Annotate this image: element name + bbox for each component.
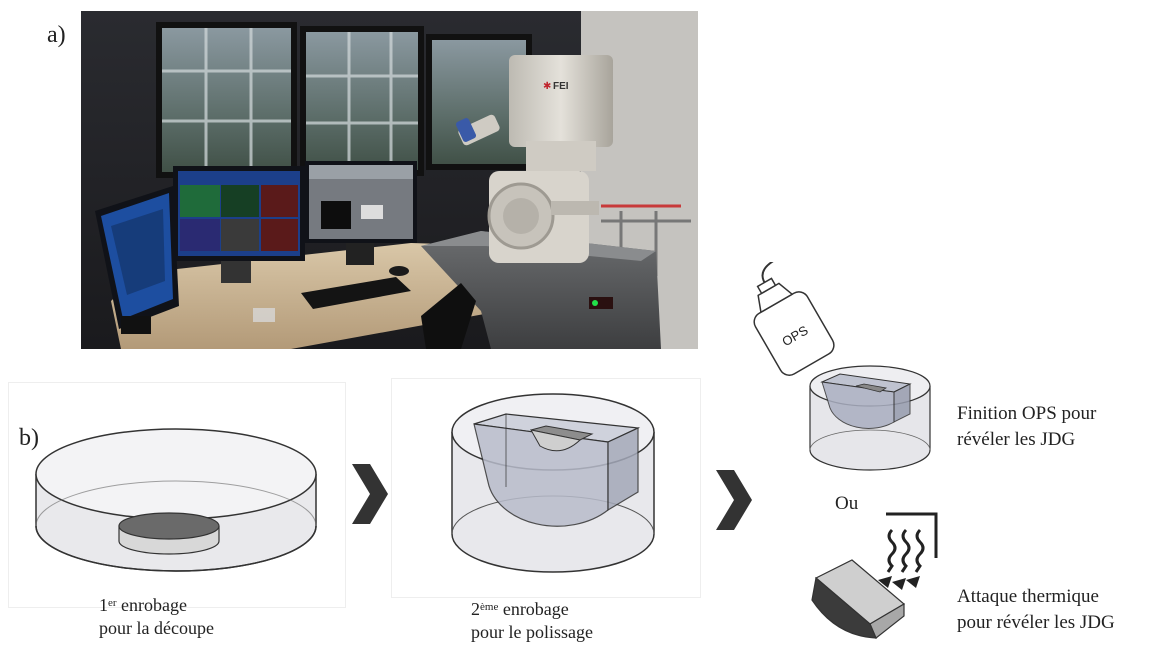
fei-brand-label: FEI [553,81,569,92]
step1-line1: enrobage [116,595,188,615]
option2-line1: Attaque thermique [957,586,1099,607]
chevron-right-icon [716,470,752,530]
first-mount-cylinder [35,428,317,572]
option1-line1: Finition OPS pour [957,403,1097,424]
chevron-right-icon [352,464,388,524]
ops-bottle-icon: OPS [753,262,835,376]
option2-caption: Attaque thermique pour révéler les JDG [957,584,1115,636]
step2-caption: 2ème enrobage pour le polissage [471,598,593,644]
option1-line2: révéler les JDG [957,429,1076,450]
step2-line2: pour le polissage [471,622,593,642]
panel-a-label: a) [47,22,66,48]
or-label: Ou [835,493,859,514]
second-mount-cylinder [451,393,655,573]
option2-line2: pour révéler les JDG [957,612,1115,633]
step2-frame [391,378,701,598]
monitor-right [305,161,417,265]
step2-superscript: ème [480,601,499,613]
step2-number: 2 [471,599,480,619]
step1-number: 1 [99,595,108,615]
step1-superscript: er [108,597,117,609]
step1-line2: pour la découpe [99,618,214,638]
sem-lab-photo: ✱ FEI [81,11,698,349]
monitor-left [95,186,179,334]
svg-text:✱: ✱ [543,81,551,92]
panel-b-label: b) [19,425,39,451]
step1-caption: 1er enrobage pour la découpe [99,594,214,640]
step2-line1: enrobage [498,599,569,619]
option1-caption: Finition OPS pour révéler les JDG [957,401,1096,453]
monitor-center [173,166,305,283]
thermal-etching-illustration [811,512,938,639]
ops-finish-cylinder [809,365,931,471]
step1-frame [8,382,346,608]
